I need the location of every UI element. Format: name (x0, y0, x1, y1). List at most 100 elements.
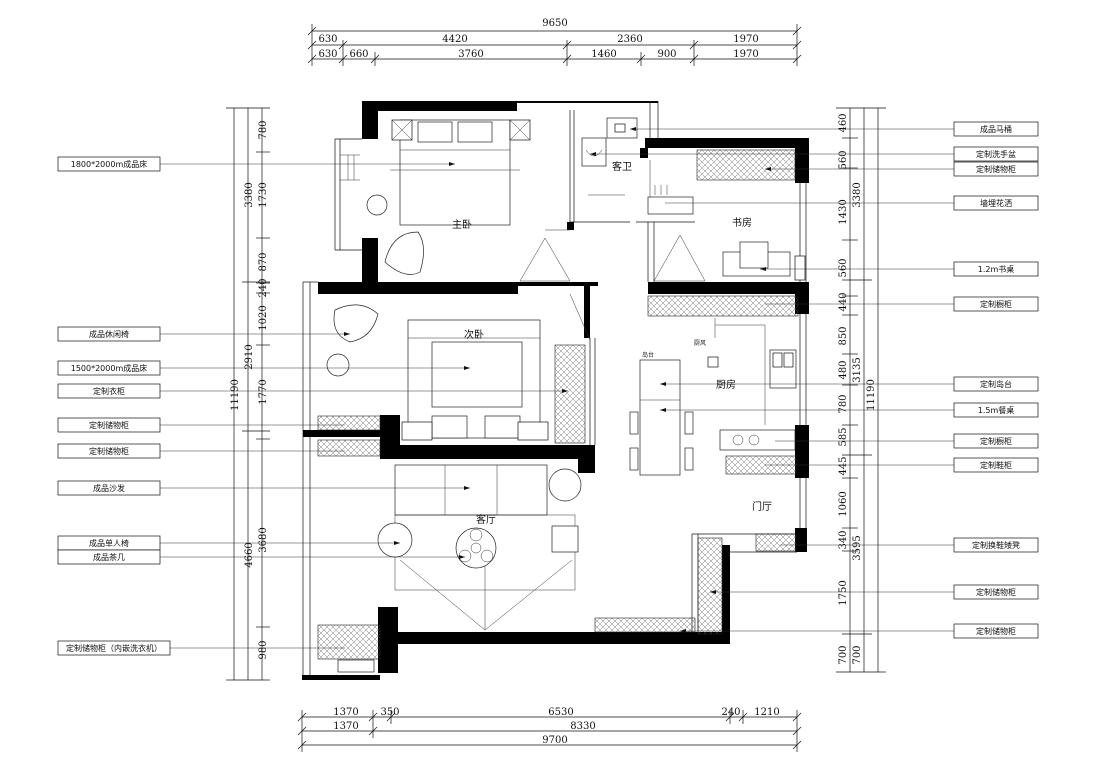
living-room-furniture (317, 464, 797, 673)
label-right-4: 墙埋花洒 (980, 198, 1012, 208)
dim-top-6: 660 (349, 49, 368, 60)
label-right-8: 1.5m餐桌 (978, 405, 1015, 415)
room-second: 次卧 (464, 328, 484, 341)
label-left-6: 定制储物柜 (89, 446, 129, 456)
dim-left-in-3: 870 (258, 252, 269, 271)
room-guest-bath: 客卫 (612, 160, 632, 173)
coffee-table (455, 527, 497, 569)
range-hood (707, 356, 719, 368)
kitchen-cabinet-bottom (719, 429, 796, 451)
label-right-5: 1.2m书桌 (978, 264, 1015, 274)
dim-bottom-6: 1370 (333, 721, 358, 732)
label-left-1: 1800*2000m成品床 (71, 159, 148, 169)
dim-right-mid-2: 3135 (852, 357, 863, 382)
doors (399, 229, 706, 631)
dim-bottom-1: 1370 (333, 707, 358, 718)
tv-console (551, 525, 579, 553)
right-labels: 成品马桶 定制洗手盆 定制储物柜 墙埋花洒 1.2m书桌 定制橱柜 定制岛台 1… (953, 121, 1039, 639)
study-furniture (696, 149, 806, 281)
label-right-1: 成品马桶 (980, 124, 1012, 134)
label-left-7: 成品沙发 (93, 483, 125, 493)
right-dimensions: 460 560 1430 560 440 850 480 780 585 445… (836, 107, 886, 673)
top-dimensions: 9650 630 4420 2360 1970 630 660 3760 146… (307, 18, 802, 66)
dim-left-mid-2: 2910 (244, 344, 255, 369)
room-master: 主卧 (452, 218, 472, 231)
armchair (384, 231, 424, 275)
label-right-13: 定制储物柜 (976, 626, 1016, 636)
dim-right-mid-3: 3595 (852, 535, 863, 560)
dim-right-in-11: 1060 (838, 491, 849, 516)
dim-left-in-5: 1020 (258, 305, 269, 330)
dim-left-mid-1: 3380 (244, 182, 255, 207)
dim-top-8: 1460 (591, 49, 616, 60)
room-kitchen: 厨房 (716, 378, 736, 391)
room-study: 书房 (732, 216, 752, 229)
dim-top-4: 1970 (733, 34, 758, 45)
wardrobe (554, 344, 586, 444)
label-right-11: 定制换鞋矮凳 (972, 540, 1020, 550)
dim-right-outer: 11190 (866, 379, 877, 411)
dim-left-in-7: 3680 (258, 527, 269, 552)
dim-right-mid-4: 700 (852, 645, 863, 664)
lounge-chair (333, 304, 379, 343)
dim-bottom-3: 6530 (548, 707, 573, 718)
wash-basin (581, 137, 607, 167)
label-right-2: 定制洗手盆 (976, 149, 1016, 159)
dim-right-in-9: 585 (838, 427, 849, 446)
note-hood: 厨风 (694, 340, 706, 347)
dim-right-in-3: 1430 (838, 199, 849, 224)
dim-top-3: 2360 (617, 34, 642, 45)
dim-top-1: 630 (318, 34, 337, 45)
label-left-9: 成品茶几 (93, 552, 125, 562)
label-left-8: 成品单人椅 (89, 538, 129, 548)
dim-top-total: 9650 (542, 18, 567, 29)
dim-bottom-7: 8330 (570, 721, 595, 732)
dim-bottom-5: 1210 (754, 707, 779, 718)
single-chair (377, 522, 413, 558)
dim-right-in-13: 1750 (838, 580, 849, 605)
dim-right-in-10: 445 (838, 456, 849, 475)
label-right-12: 定制储物柜 (976, 587, 1016, 597)
label-right-9: 定制橱柜 (980, 436, 1012, 446)
dim-right-in-8: 780 (838, 394, 849, 413)
kitchen-cabinet-top (647, 295, 799, 317)
dim-right-in-5: 440 (838, 292, 849, 311)
dim-top-7: 3760 (458, 49, 483, 60)
dim-right-mid-1: 3380 (852, 182, 863, 207)
note-island: 岛台 (642, 351, 654, 359)
room-living: 客厅 (476, 513, 496, 526)
dim-left-in-6: 1770 (258, 379, 269, 404)
island-counter (639, 359, 681, 476)
side-table-round (366, 194, 388, 216)
dim-right-in-4: 560 (838, 258, 849, 277)
dim-left-in-4: 240 (258, 278, 269, 297)
left-dimensions: 11190 3380 2910 4660 780 1730 870 240 10… (226, 107, 270, 681)
storage-cabinet-1 (317, 415, 381, 431)
dim-top-10: 1970 (733, 49, 758, 60)
dim-bottom-total: 9700 (542, 735, 567, 746)
storage-cabinet-2 (317, 439, 381, 457)
arrow-marks (344, 127, 771, 633)
sofa (394, 464, 548, 516)
study-cabinet (696, 149, 796, 181)
left-leaders (160, 163, 568, 649)
label-left-5: 定制储物柜 (89, 420, 129, 430)
dim-right-in-14: 700 (838, 645, 849, 664)
label-right-7: 定制岛台 (980, 379, 1012, 389)
dim-right-in-2: 560 (838, 150, 849, 169)
right-leaders (590, 128, 954, 632)
master-bedroom-furniture (340, 119, 531, 275)
dim-bottom-4: 240 (721, 707, 740, 718)
label-left-3: 1500*2000m成品床 (71, 363, 148, 373)
walls (302, 101, 809, 680)
bottom-cabinet (594, 617, 696, 633)
dim-left-in-8: 980 (258, 640, 269, 659)
room-foyer: 门厅 (752, 500, 772, 513)
dim-right-in-6: 850 (838, 326, 849, 345)
master-bed (399, 119, 511, 226)
label-right-3: 定制储物柜 (976, 164, 1016, 174)
label-left-10: 定制储物柜（内嵌洗衣机） (66, 643, 162, 653)
laundry-cabinet (317, 624, 381, 660)
dim-left-in-1: 780 (258, 120, 269, 139)
